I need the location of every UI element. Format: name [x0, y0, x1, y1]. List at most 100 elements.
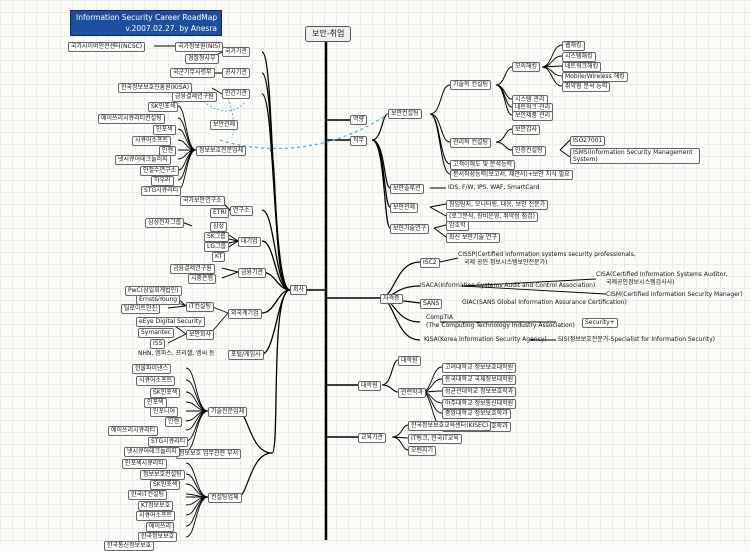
- operation-item[interactable]: 침입탐지, 모니터링, 대응, 보안 전문가: [446, 200, 549, 210]
- node-nis[interactable]: 국가정보원(NIS): [175, 42, 224, 52]
- root-node[interactable]: 보안-취업: [305, 26, 352, 42]
- vuln-item[interactable]: 웹해킹: [562, 41, 585, 51]
- firm-item[interactable]: 넷시큐어테크놀러지: [115, 155, 171, 165]
- school-item[interactable]: 고려대학교 정보보호대학원: [442, 363, 517, 373]
- node-company[interactable]: 회사: [290, 285, 308, 295]
- node-sec-consult[interactable]: 보안컨설팅: [388, 109, 422, 119]
- node-operation[interactable]: 보안관제: [390, 203, 419, 213]
- node-ncsc[interactable]: 국가사이버안전센터(NCSC): [68, 42, 146, 52]
- finance-item[interactable]: 시중은행: [188, 274, 217, 284]
- research-job-item[interactable]: 최신 보안기술 연구: [446, 233, 500, 243]
- job-other-2[interactable]: 문서작성능력(보고서, 제안서)+보안 지식 필요: [450, 170, 573, 180]
- analysis-item[interactable]: 보안제품 관리: [512, 111, 554, 121]
- node-private-agency[interactable]: 민간기관: [222, 89, 251, 99]
- node-school[interactable]: 대학원: [358, 381, 381, 391]
- node-dotted-note[interactable]: 보안관제: [210, 120, 239, 130]
- node-solution[interactable]: 보안솔루션: [390, 184, 424, 194]
- node-research-job[interactable]: 보안기술연구: [390, 224, 430, 234]
- node-tech-firms[interactable]: 기술전문업체: [208, 407, 248, 417]
- cert-org[interactable]: SANS: [420, 299, 443, 309]
- conglomerate-item[interactable]: SK그룹: [204, 232, 229, 242]
- consult-item[interactable]: 한국정보보호: [138, 532, 178, 542]
- firm-item[interactable]: 안철수연구소: [140, 166, 180, 176]
- tech-item[interactable]: 시큐어소프트: [136, 376, 176, 386]
- firm-item[interactable]: 시큐어소프트: [132, 136, 172, 146]
- training-item[interactable]: 오렌지기: [408, 446, 437, 456]
- node-grad[interactable]: 대학원: [398, 356, 421, 366]
- vuln-item[interactable]: 취약점 분석 능력: [562, 82, 611, 92]
- research-item[interactable]: ETRI: [210, 208, 230, 218]
- cert-security-plus[interactable]: Security+: [582, 318, 618, 328]
- node-finance[interactable]: 금융기관: [238, 268, 267, 278]
- node-tech-consult[interactable]: 기술적 컨설팅: [450, 80, 492, 90]
- training-item[interactable]: IT뱅크, 한국IT교육: [408, 434, 462, 444]
- conglomerate-item[interactable]: KT: [212, 252, 226, 262]
- finance-item[interactable]: 금융결제연구원: [170, 264, 215, 274]
- research-item[interactable]: 국가보안연구소: [180, 196, 225, 206]
- node-isms[interactable]: ISMS(Information Security Management Sys…: [570, 148, 700, 164]
- node-mgmt-consult[interactable]: 관리적 컨설팅: [450, 138, 492, 148]
- node-samsung-group[interactable]: 삼성전자그룹: [145, 218, 185, 228]
- node-portal[interactable]: 포털/게임사: [228, 350, 264, 360]
- mgmt-item[interactable]: 보안감사: [512, 125, 541, 135]
- vuln-item[interactable]: 네트워크해킹: [562, 62, 602, 72]
- research-job-item[interactable]: 암호학: [446, 221, 469, 231]
- firm-item[interactable]: 하우리: [151, 176, 174, 186]
- node-conglomerate[interactable]: 대기업: [238, 237, 261, 247]
- mgmt-item[interactable]: 인증컨설팅: [512, 146, 546, 156]
- node-security-firms[interactable]: 정보보호전문업체: [196, 146, 247, 156]
- conglomerate-item[interactable]: LG그룹: [204, 242, 230, 252]
- consult-item[interactable]: 시큐어소프트: [136, 511, 176, 521]
- tech-item[interactable]: SK인포섹: [150, 388, 181, 398]
- node-it-consulting[interactable]: IT컨설팅: [186, 302, 214, 312]
- vuln-item[interactable]: 시스템해킹: [562, 52, 596, 62]
- node-police[interactable]: 경찰청사부: [185, 54, 219, 64]
- school-item[interactable]: 동국대학교 국제정보대학원: [442, 375, 517, 385]
- tech-item[interactable]: 인젠: [165, 417, 183, 427]
- node-defense[interactable]: 국군기무사령부: [170, 68, 215, 78]
- consult-item[interactable]: SK인포섹: [150, 480, 181, 490]
- school-item[interactable]: 중앙대학교 정보보호학과: [442, 409, 511, 419]
- foreign-item[interactable]: eEye Digital Security: [136, 317, 205, 327]
- consult-item[interactable]: 인포섹시큐리티: [122, 459, 167, 469]
- conglomerate-item[interactable]: 삼성: [210, 222, 228, 232]
- node-kisa-child[interactable]: 금융결제연구원: [172, 92, 217, 102]
- node-kisa[interactable]: 한국정보보호진흥원(KISA): [118, 83, 193, 93]
- consult-item[interactable]: 한국통신정보보호: [104, 541, 155, 551]
- node-capability[interactable]: 역량: [350, 115, 368, 125]
- operation-item[interactable]: (로그분석, 장비운영, 취약점 점검): [446, 212, 538, 222]
- tech-item[interactable]: STG시큐리티: [148, 437, 189, 447]
- cert-org[interactable]: ISC2: [420, 258, 440, 268]
- node-job[interactable]: 직무: [350, 136, 368, 146]
- school-item[interactable]: 성균관대학교 정보보호학과: [442, 387, 517, 397]
- node-government[interactable]: 국가기관: [222, 47, 251, 57]
- consult-item[interactable]: 정보보호컨설팅: [140, 470, 185, 480]
- node-public[interactable]: 공사기관: [222, 68, 251, 78]
- node-research[interactable]: 연구소: [230, 206, 253, 216]
- firm-item[interactable]: STG시큐리티: [141, 186, 182, 196]
- node-training[interactable]: 교육기관: [358, 433, 387, 443]
- firm-item[interactable]: SK인포섹: [148, 102, 179, 112]
- tech-item[interactable]: 한올파이낸스: [132, 364, 172, 374]
- consult-item[interactable]: KT정보보호: [138, 501, 174, 511]
- training-item[interactable]: 한국정보보호교육센터(KISEC): [408, 421, 492, 431]
- node-consult-firms[interactable]: 컨설팅업체: [208, 493, 242, 503]
- node-security-dept[interactable]: 정보보호 업무관련 부서: [176, 449, 242, 459]
- node-security-vendor[interactable]: 보안회사: [186, 330, 215, 340]
- tech-item[interactable]: 넷시큐어테크놀러지: [124, 447, 180, 457]
- node-iso[interactable]: ISO27001: [570, 136, 606, 146]
- vuln-item[interactable]: Mobile/Wireless 해킹: [562, 72, 628, 82]
- tech-item[interactable]: 인포니어: [150, 407, 179, 417]
- foreign-item[interactable]: 딜로이트안진: [121, 304, 161, 314]
- tech-item[interactable]: 에이쓰리시큐리티: [108, 426, 159, 436]
- foreign-item[interactable]: Symantec: [138, 328, 175, 338]
- school-item[interactable]: 아주대학교 정보통신대학원: [442, 399, 517, 409]
- foreign-item[interactable]: ISS: [150, 339, 166, 349]
- node-univ[interactable]: 관련학과: [398, 388, 427, 398]
- consult-item[interactable]: 에이쓰리: [146, 522, 175, 532]
- firm-item[interactable]: 에이쓰리시큐리티컨설팅: [98, 114, 165, 124]
- consult-item[interactable]: 한국IT컨설팅: [128, 490, 168, 500]
- node-foreign[interactable]: 외국계기업: [228, 309, 262, 319]
- node-vuln[interactable]: 모의해킹: [512, 62, 541, 72]
- job-other-1[interactable]: 고객이해도 및 분석능력: [450, 160, 516, 170]
